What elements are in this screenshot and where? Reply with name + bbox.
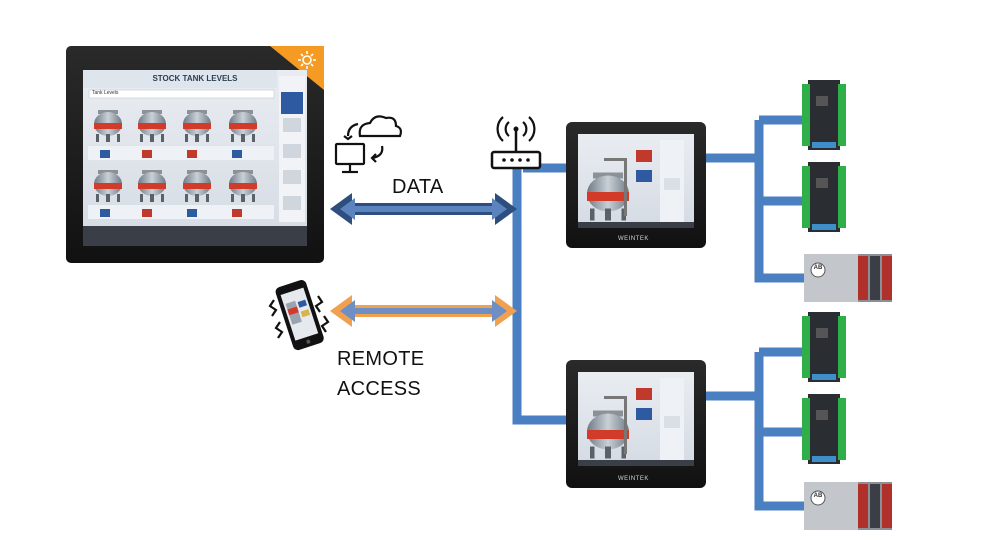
data-arrow [330,193,517,225]
main-panel-title: STOCK TANK LEVELS [152,74,238,83]
remote-access-label-line1: REMOTE [337,348,425,370]
remote-access-arrow [330,295,517,327]
hmi-unit-1 [566,122,706,248]
hmi-1-brand: WEINTEK [618,236,649,242]
plc-bus-right-2 [754,352,810,511]
network-lines [512,115,810,511]
hmi-2-brand: WEINTEK [618,476,649,482]
smartphone-icon [275,280,324,351]
sun-icon [298,51,316,69]
main-hmi-panel [66,46,324,263]
pc-cloud-icon [334,115,402,174]
data-label: DATA [392,176,444,198]
hmi-unit-2 [566,360,706,488]
rack-plc-2 [804,482,892,530]
plc-bus-right-1 [754,120,810,283]
plc-module-4 [802,394,846,464]
rack-plc-1-logo: AB [813,265,823,271]
main-vertical-bus [512,168,572,425]
plc-module-1 [802,80,846,150]
remote-access-label-line2: ACCESS [337,378,422,400]
rack-plc-1 [804,254,892,302]
plc-module-3 [802,312,846,382]
main-panel-subtitle: Tank Levels [92,90,119,96]
rack-plc-2-logo: AB [813,493,823,499]
router-icon [490,116,542,170]
vibration-marks [268,295,330,339]
plc-module-2 [802,162,846,232]
main-screen-bottom-bar [83,226,307,246]
